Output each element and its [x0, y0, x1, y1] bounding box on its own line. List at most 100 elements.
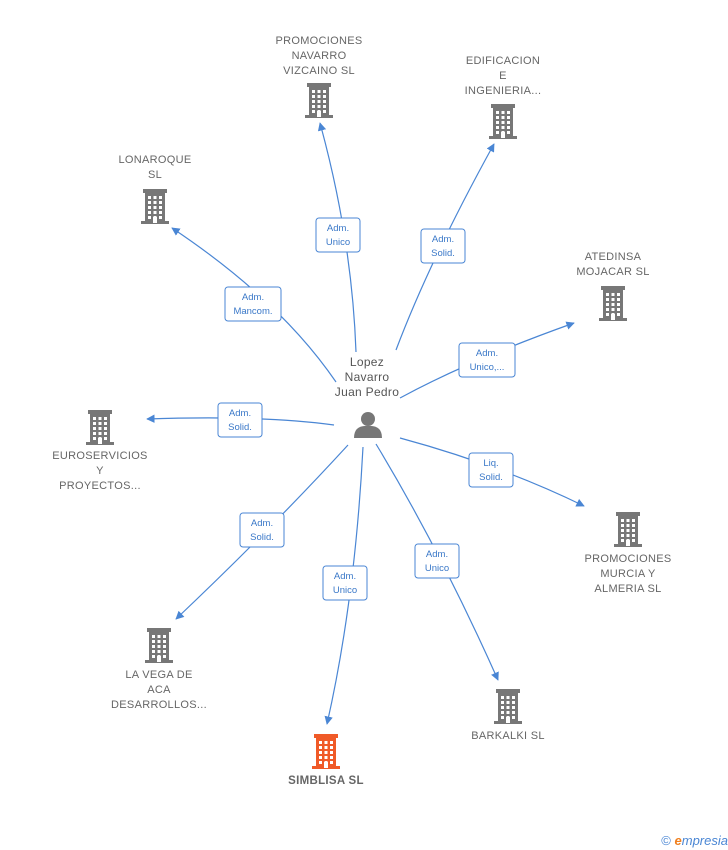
- building-window: [312, 95, 315, 98]
- building-window: [163, 635, 166, 638]
- building-icon: [489, 104, 517, 139]
- node-label-line: E: [499, 70, 507, 82]
- edge-label-promociones-murcia-y-almeria[interactable]: Liq.Solid.: [468, 452, 514, 488]
- building-window: [324, 741, 328, 744]
- building-window: [323, 100, 326, 103]
- building-door: [611, 314, 615, 320]
- edge-promociones-navarro-vizcaino: Adm.Unico: [315, 122, 361, 353]
- edge-euroservicios-y-proyectos: Adm.Solid.: [146, 402, 335, 438]
- building-roof: [88, 410, 112, 414]
- building-window: [606, 303, 609, 306]
- edge-label-lonaroque-sl[interactable]: Adm.Mancom.: [224, 286, 282, 322]
- building-window: [606, 298, 609, 301]
- edge-label-edificacion-e-ingenieria[interactable]: Adm.Solid.: [420, 228, 466, 264]
- building-door: [501, 132, 505, 138]
- building-icon: [86, 410, 114, 445]
- center-label-line: Lopez: [350, 355, 384, 369]
- building-door: [506, 717, 510, 723]
- building-window: [152, 635, 155, 638]
- node-barkalki-sl[interactable]: BARKALKI SL: [471, 689, 545, 742]
- building-window: [317, 90, 321, 93]
- building-window: [324, 756, 328, 759]
- edge-label-text: Solid.: [431, 248, 455, 259]
- building-roof: [143, 189, 167, 193]
- building-window: [163, 640, 166, 643]
- building-icon: [599, 286, 627, 321]
- building-door: [157, 656, 161, 662]
- building-roof: [307, 83, 331, 87]
- edge-atedinsa-mojacar-sl: Adm.Unico,...: [399, 321, 575, 399]
- edge-promociones-murcia-y-almeria: Liq.Solid.: [399, 437, 585, 507]
- building-window: [104, 437, 107, 440]
- building-window: [157, 645, 161, 648]
- building-window: [496, 131, 499, 134]
- edge-label-box: [322, 565, 368, 601]
- person-head: [361, 412, 375, 426]
- building-window: [312, 110, 315, 113]
- building-window: [159, 201, 162, 204]
- node-label-line: INGENIERIA...: [465, 85, 542, 97]
- edge-label-euroservicios-y-proyectos[interactable]: Adm.Solid.: [217, 402, 263, 438]
- node-la-vega-de-aca-desarrollos[interactable]: LA VEGA DEACADESARROLLOS...: [111, 628, 207, 711]
- building-window: [617, 303, 620, 306]
- building-window: [507, 126, 510, 129]
- building-window: [324, 751, 328, 754]
- node-simblisa-sl[interactable]: SIMBLISA SL: [288, 734, 364, 787]
- building-window: [312, 90, 315, 93]
- node-euroservicios-y-proyectos[interactable]: EUROSERVICIOSYPROYECTOS...: [52, 410, 147, 492]
- building-window: [611, 298, 615, 301]
- building-window: [617, 293, 620, 296]
- footer-brand[interactable]: © empresia: [661, 833, 728, 848]
- building-window: [152, 640, 155, 643]
- edge-label-la-vega-de-aca-desarrollos[interactable]: Adm.Solid.: [239, 512, 285, 548]
- building-window: [148, 206, 151, 209]
- building-window: [323, 95, 326, 98]
- edge-label-text: Adm.: [242, 292, 264, 303]
- building-window: [98, 422, 102, 425]
- edge-label-simblisa-sl[interactable]: Adm.Unico: [322, 565, 368, 601]
- node-label-line: PROMOCIONES: [584, 553, 671, 565]
- building-door: [626, 540, 630, 546]
- building-window: [98, 427, 102, 430]
- brand-initial: e: [674, 833, 682, 848]
- node-edificacion-e-ingenieria[interactable]: EDIFICACIONEINGENIERIA...: [465, 55, 542, 139]
- building-window: [512, 701, 515, 704]
- edge-label-text: Adm.: [426, 549, 448, 560]
- building-window: [617, 298, 620, 301]
- building-window: [319, 746, 322, 749]
- edge-label-text: Adm.: [327, 223, 349, 234]
- node-label-line: MURCIA Y: [600, 568, 656, 580]
- building-door: [153, 217, 157, 223]
- building-window: [621, 529, 624, 532]
- building-window: [104, 417, 107, 420]
- building-window: [621, 519, 624, 522]
- building-icon: [141, 189, 169, 224]
- center-label-line: Juan Pedro: [335, 385, 399, 399]
- building-window: [163, 650, 166, 653]
- building-icon: [145, 628, 173, 663]
- building-window: [153, 196, 157, 199]
- building-window: [496, 126, 499, 129]
- node-label-line: SIMBLISA SL: [288, 775, 364, 787]
- building-window: [501, 701, 504, 704]
- edge-label-atedinsa-mojacar-sl[interactable]: Adm.Unico,...: [458, 342, 516, 378]
- building-icon: [614, 512, 642, 547]
- building-window: [153, 206, 157, 209]
- edge-label-promociones-navarro-vizcaino[interactable]: Adm.Unico: [315, 217, 361, 253]
- edge-label-box: [458, 342, 516, 378]
- building-window: [98, 432, 102, 435]
- building-window: [507, 116, 510, 119]
- building-window: [606, 313, 609, 316]
- edge-label-barkalki-sl[interactable]: Adm.Unico: [414, 543, 460, 579]
- edge-label-box: [239, 512, 285, 548]
- building-window: [606, 293, 609, 296]
- building-window: [104, 422, 107, 425]
- node-label-line: ACA: [147, 684, 171, 696]
